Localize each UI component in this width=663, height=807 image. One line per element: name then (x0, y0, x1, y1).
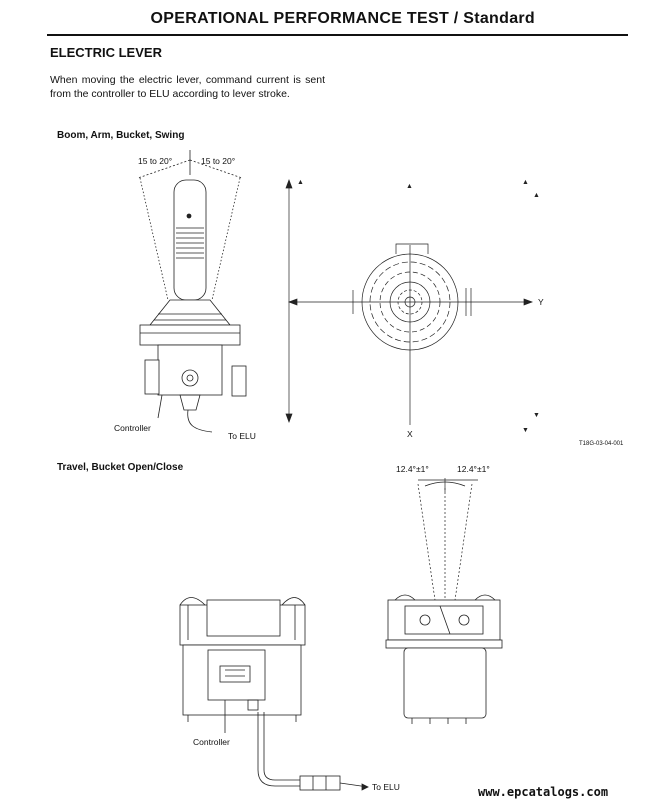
travel-lever-front-view (385, 594, 503, 724)
travel-controller-label: Controller (193, 737, 230, 747)
angle-right-label: 15 to 20° (201, 156, 236, 166)
svg-text:▼: ▼ (533, 412, 540, 419)
travel-angle-right-label: 12.4°±1° (457, 464, 490, 474)
svg-text:▼: ▼ (522, 427, 529, 434)
svg-text:▲: ▲ (533, 192, 540, 199)
figure1-caption: Boom, Arm, Bucket, Swing (57, 130, 185, 141)
controller-label: Controller (114, 423, 151, 433)
axis-x-label: X (407, 429, 413, 439)
travel-angle-left-label: 12.4°±1° (396, 464, 429, 474)
elu-label: To ELU (228, 431, 256, 441)
watermark: www.epcatalogs.com (478, 785, 609, 799)
travel-lever-side-view (179, 597, 369, 791)
page-title: OPERATIONAL PERFORMANCE TEST / Standard (150, 10, 535, 27)
figure-code: T18G-03-04-001 (579, 441, 624, 447)
travel-lever-angle (417, 478, 478, 601)
figure2-caption: Travel, Bucket Open/Close (57, 462, 184, 473)
section-title: ELECTRIC LEVER (50, 45, 162, 60)
header-rule (47, 34, 628, 36)
travel-elu-label: To ELU (372, 782, 400, 792)
axis-y-label: Y (538, 297, 544, 307)
joystick-top-view: ▲ ▲ ▲ ▲ ▼ ▼ (285, 179, 540, 434)
svg-text:▲: ▲ (522, 179, 529, 186)
svg-text:▲: ▲ (406, 183, 413, 190)
angle-left-label: 15 to 20° (138, 156, 173, 166)
intro-paragraph: When moving the electric lever, command … (50, 74, 325, 100)
svg-text:▲: ▲ (297, 179, 304, 186)
joystick-side-view (137, 150, 247, 433)
